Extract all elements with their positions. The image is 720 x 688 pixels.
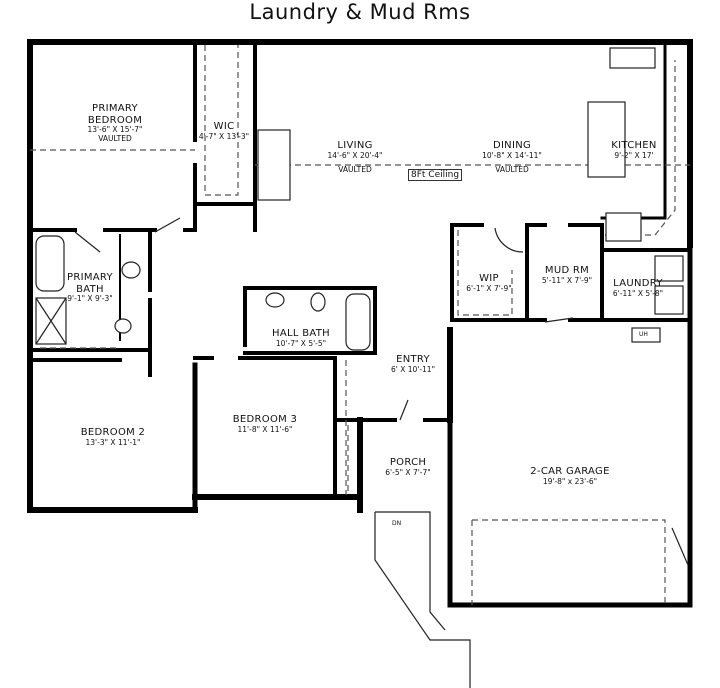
room-bedroom-3: BEDROOM 3 11'-8" X 11'-6" — [232, 414, 298, 434]
room-primary-bedroom: PRIMARY BEDROOM 13'-6" X 15'-7" VAULTED — [87, 103, 143, 143]
room-garage: 2-CAR GARAGE 19'-8" x 23'-6" — [530, 466, 610, 486]
room-dining: DINING 10'-8" X 14'-11" VAULTED — [482, 140, 542, 175]
room-kitchen: KITCHEN 9'-2" X 17' — [611, 140, 657, 160]
plan-title: Laundry & Mud Rms — [249, 0, 471, 24]
room-primary-bath: PRIMARY BATH 9'-1" X 9'-3" — [67, 272, 113, 303]
room-porch: PORCH 6'-5" X 7'-7" — [385, 457, 431, 477]
room-mud-rm: MUD RM 5'-11" X 7'-9" — [541, 265, 593, 285]
room-living: LIVING 14'-6" X 20'-4" VAULTED — [327, 140, 383, 175]
room-entry: ENTRY 6' X 10'-11" — [390, 354, 436, 374]
water-heater-label: UH — [639, 331, 648, 338]
stairs-down-label: DN — [392, 520, 402, 527]
ceiling-note: 8Ft Ceiling — [408, 169, 463, 181]
room-wic: WIC 4'-7" X 13'-3" — [198, 121, 250, 141]
room-laundry: LAUNDRY 6'-11" X 5'-8" — [612, 278, 664, 298]
room-bedroom-2: BEDROOM 2 13'-3" X 11'-1" — [80, 427, 146, 447]
room-hall-bath: HALL BATH 10'-7" X 5'-5" — [272, 328, 330, 348]
room-wip: WIP 6'-1" X 7'-9" — [466, 273, 512, 293]
